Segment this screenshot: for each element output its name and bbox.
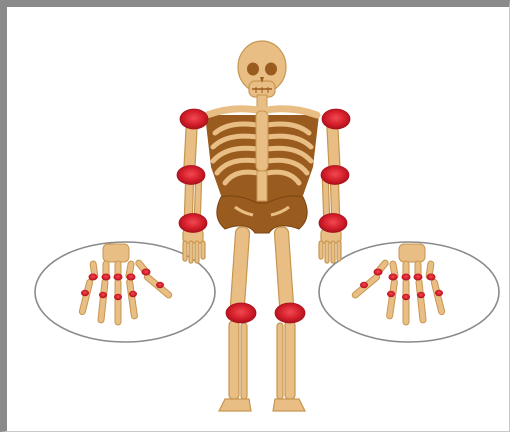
right-shoulder-joint (322, 109, 350, 129)
left-knee-joint (226, 303, 256, 323)
skeleton-figure (7, 7, 510, 439)
left-shoulder-joint (180, 109, 208, 129)
left-hand-inset (35, 242, 215, 342)
right-knee-joint (275, 303, 305, 323)
skull-icon (238, 41, 286, 97)
right-wrist-joint (319, 214, 347, 233)
left-elbow-joint (177, 166, 205, 185)
right-hand-inset (319, 242, 499, 342)
skeleton (177, 41, 350, 411)
right-elbow-joint (321, 166, 349, 185)
left-wrist-joint (179, 214, 207, 233)
